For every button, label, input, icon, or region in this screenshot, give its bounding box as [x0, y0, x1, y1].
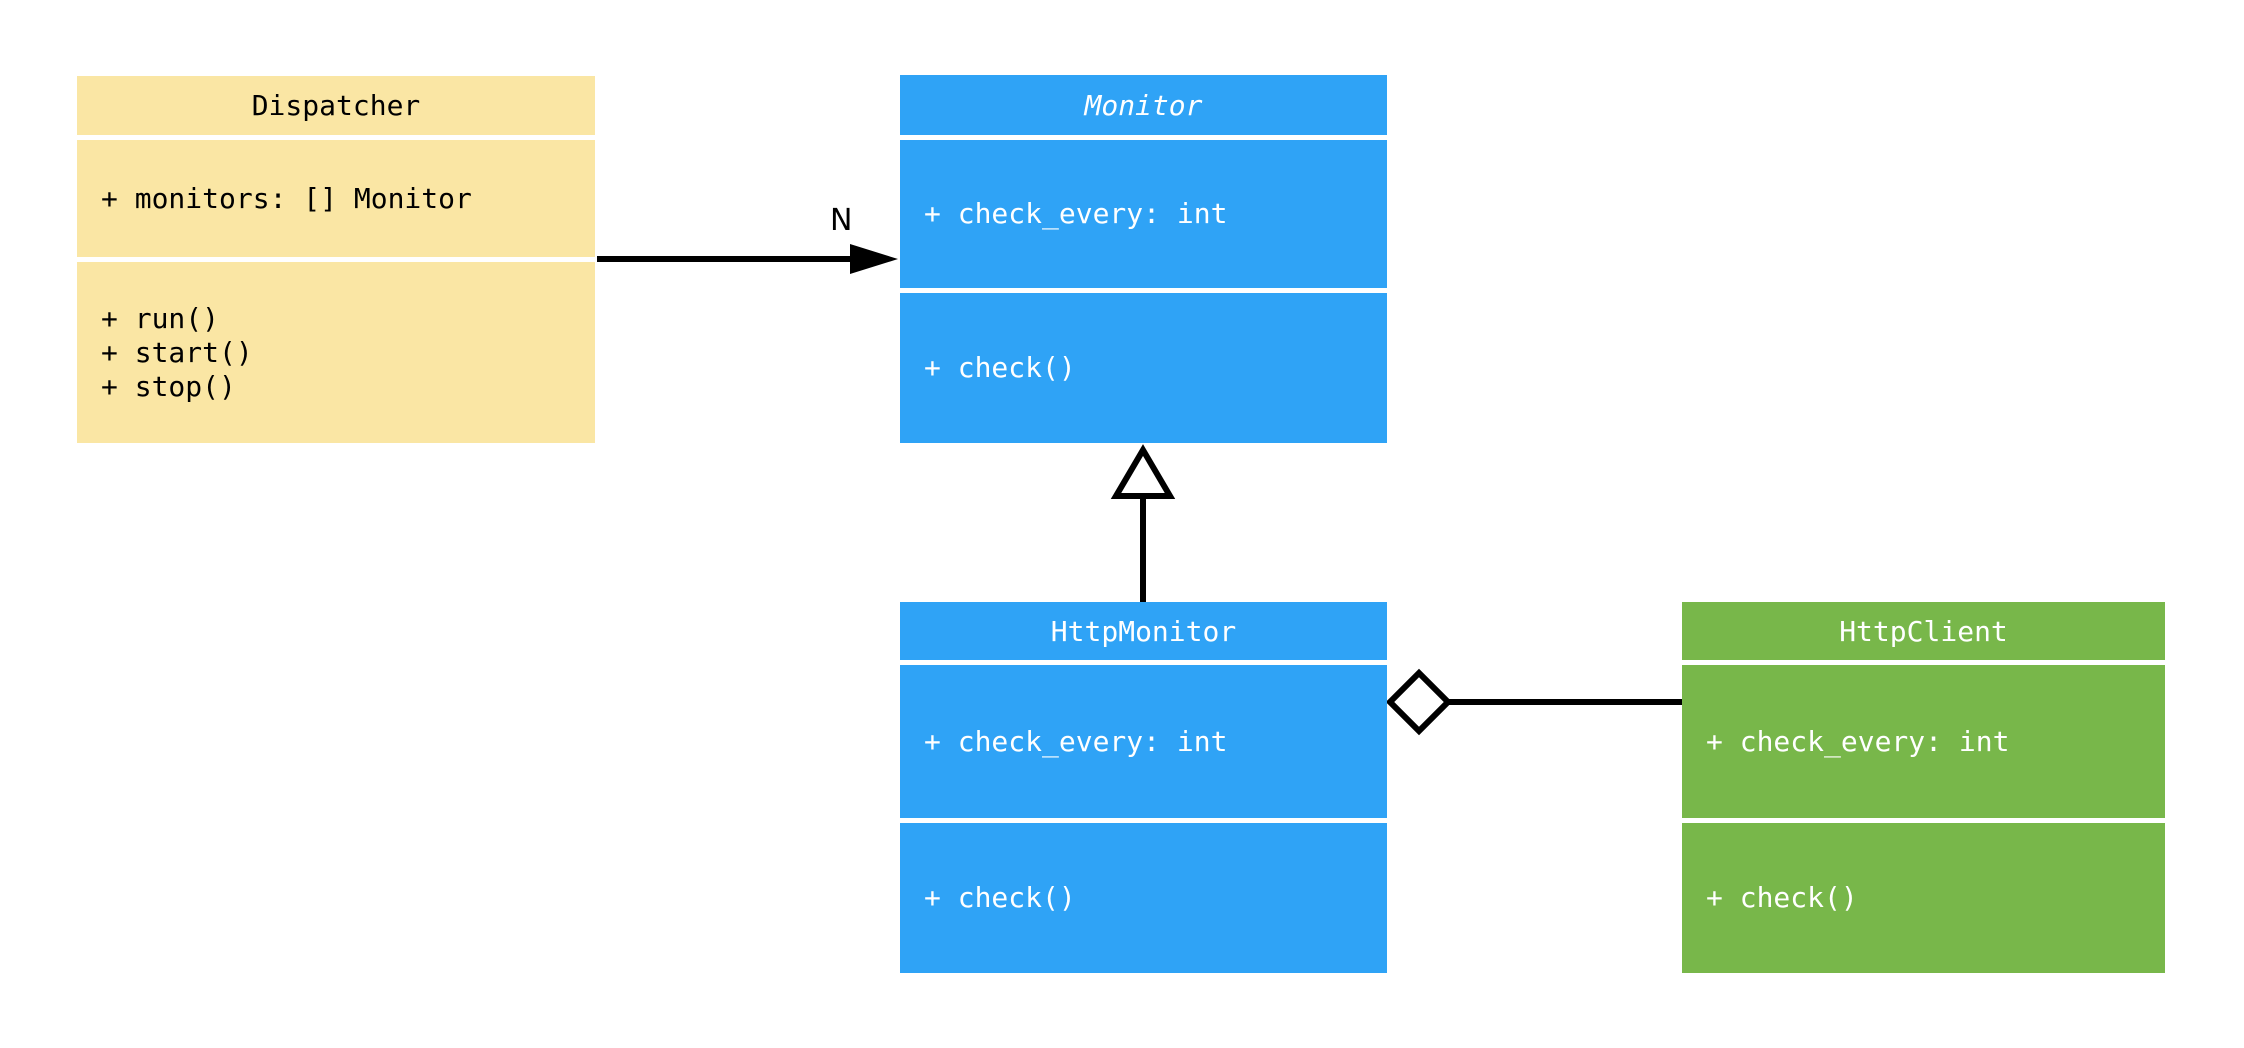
attribute-line: + check_every: int [924, 197, 1228, 230]
attribute-line: + check_every: int [1706, 724, 2010, 758]
filled-arrowhead-icon [850, 244, 898, 274]
class-dispatcher-attributes: + monitors: [] Monitor [77, 140, 595, 257]
hollow-triangle-icon [1110, 444, 1176, 499]
hollow-diamond-icon [1385, 668, 1453, 736]
class-monitor-title: Monitor [900, 75, 1387, 135]
class-dispatcher-title: Dispatcher [77, 76, 595, 135]
class-httpmonitor-attributes: + check_every: int [900, 665, 1387, 818]
class-httpmonitor: HttpMonitor + check_every: int + check() [900, 602, 1387, 973]
method-line: + run() [101, 301, 220, 335]
class-monitor-attributes: + check_every: int [900, 140, 1387, 288]
method-line: + start() [101, 335, 253, 369]
attribute-line: + check_every: int [924, 724, 1228, 758]
class-dispatcher-methods: + run() + start() + stop() [77, 262, 595, 443]
class-httpclient-methods: + check() [1682, 823, 2165, 973]
class-httpmonitor-title: HttpMonitor [900, 602, 1387, 660]
association-multiplicity-label: N [830, 203, 853, 238]
class-httpclient-title: HttpClient [1682, 602, 2165, 660]
method-line: + check() [924, 881, 1076, 914]
class-dispatcher: Dispatcher + monitors: [] Monitor + run(… [77, 76, 595, 443]
method-line: + check() [924, 351, 1076, 384]
method-line: + check() [1706, 881, 1858, 914]
attribute-line: + monitors: [] Monitor [101, 181, 472, 215]
class-monitor-methods: + check() [900, 293, 1387, 443]
class-monitor: Monitor + check_every: int + check() [900, 75, 1387, 443]
class-httpclient-attributes: + check_every: int [1682, 665, 2165, 818]
class-httpclient: HttpClient + check_every: int + check() [1682, 602, 2165, 973]
method-line: + stop() [101, 369, 236, 403]
class-httpmonitor-methods: + check() [900, 823, 1387, 973]
